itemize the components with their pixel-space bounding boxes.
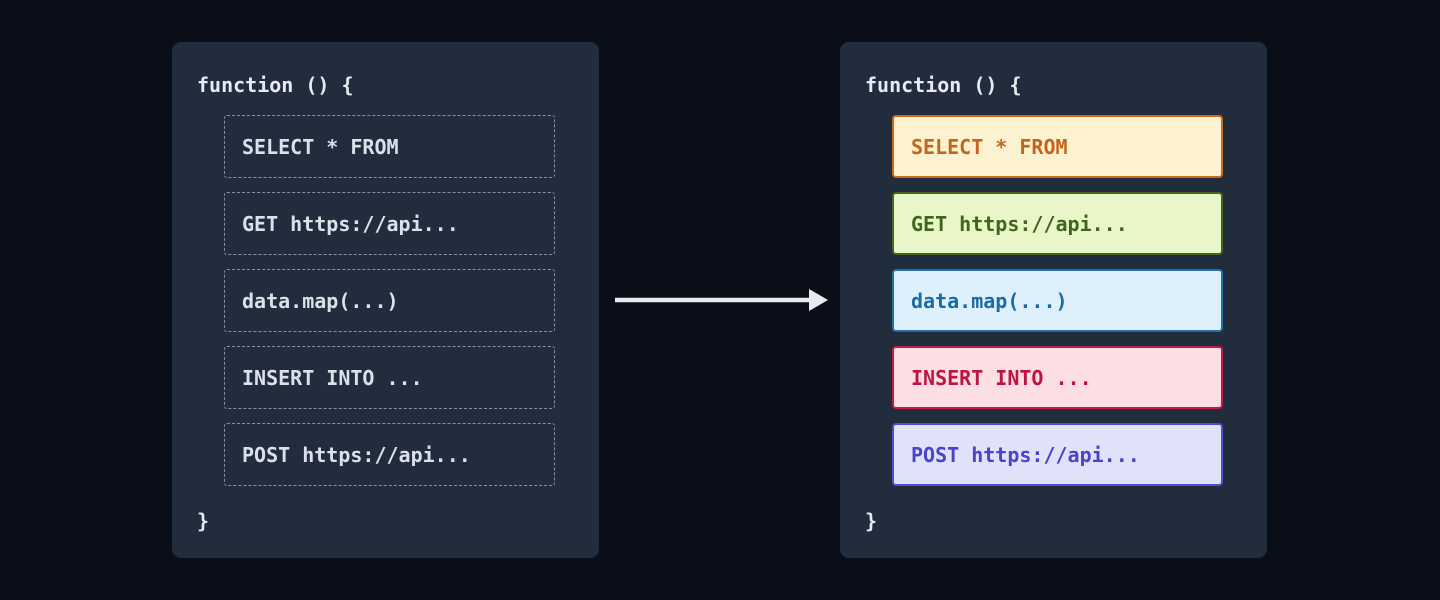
code-block-label: SELECT * FROM xyxy=(911,134,1068,159)
code-block: SELECT * FROM xyxy=(224,115,555,178)
code-block-label: GET https://api... xyxy=(911,211,1128,236)
function-close-line: } xyxy=(865,509,878,533)
highlighted-code-block: SELECT * FROM xyxy=(892,115,1223,178)
highlighted-code-block: GET https://api... xyxy=(892,192,1223,255)
code-block: INSERT INTO ... xyxy=(224,346,555,409)
code-block: GET https://api... xyxy=(224,192,555,255)
function-close-line: } xyxy=(197,509,210,533)
code-block-label: GET https://api... xyxy=(242,211,459,236)
function-open-line: function () { xyxy=(197,73,354,97)
function-open-line: function () { xyxy=(865,73,1022,97)
code-block: POST https://api... xyxy=(224,423,555,486)
highlighted-code-block: INSERT INTO ... xyxy=(892,346,1223,409)
code-block-label: data.map(...) xyxy=(242,288,399,313)
code-block-label: POST https://api... xyxy=(242,442,471,467)
highlighted-block-list: SELECT * FROM GET https://api... data.ma… xyxy=(892,115,1223,486)
transform-arrow-icon xyxy=(613,285,829,315)
code-block-label: SELECT * FROM xyxy=(242,134,399,159)
code-block-label: INSERT INTO ... xyxy=(911,365,1092,390)
code-block-label: POST https://api... xyxy=(911,442,1140,467)
highlighted-code-panel: function () { SELECT * FROM GET https://… xyxy=(840,42,1267,558)
code-block: data.map(...) xyxy=(224,269,555,332)
code-block-label: INSERT INTO ... xyxy=(242,365,423,390)
code-block-list: SELECT * FROM GET https://api... data.ma… xyxy=(224,115,555,486)
highlighted-code-block: data.map(...) xyxy=(892,269,1223,332)
code-block-label: data.map(...) xyxy=(911,288,1068,313)
plain-code-panel: function () { SELECT * FROM GET https://… xyxy=(172,42,599,558)
highlighted-code-block: POST https://api... xyxy=(892,423,1223,486)
